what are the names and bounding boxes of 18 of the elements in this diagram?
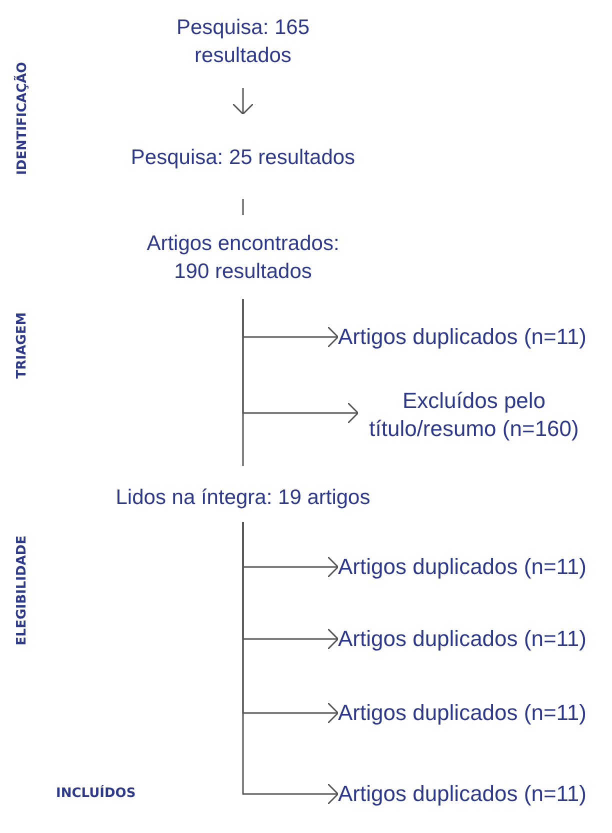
step-text: Pesquisa: 165 resultados (175, 15, 311, 69)
connector-line (242, 199, 244, 215)
arrow (242, 522, 339, 805)
section-label: INCLUÍDOS (56, 786, 136, 800)
section-label: TRIAGEM (14, 312, 30, 378)
step-text: Pesquisa: 25 resultados (130, 145, 356, 171)
step-text: Artigos duplicados (n=11) (338, 625, 588, 653)
section-label: IDENTIFICAÇÃO (14, 61, 30, 175)
step-text: Excluídos pelo título/resumo (n=160) (368, 387, 580, 443)
step-text: Artigos duplicados (n=11) (338, 780, 588, 808)
connector-line (242, 299, 244, 466)
step-text: Artigos duplicados (n=11) (338, 699, 588, 727)
step-text: Lidos na íntegra: 19 artigos (114, 485, 372, 511)
arrow (232, 88, 254, 115)
step-text: Artigos encontrados: 190 resultados (146, 231, 340, 285)
section-label: ELEGIBILIDADE (14, 535, 30, 645)
step-text: Artigos duplicados (n=11) (338, 323, 588, 351)
step-text: Artigos duplicados (n=11) (338, 553, 588, 581)
